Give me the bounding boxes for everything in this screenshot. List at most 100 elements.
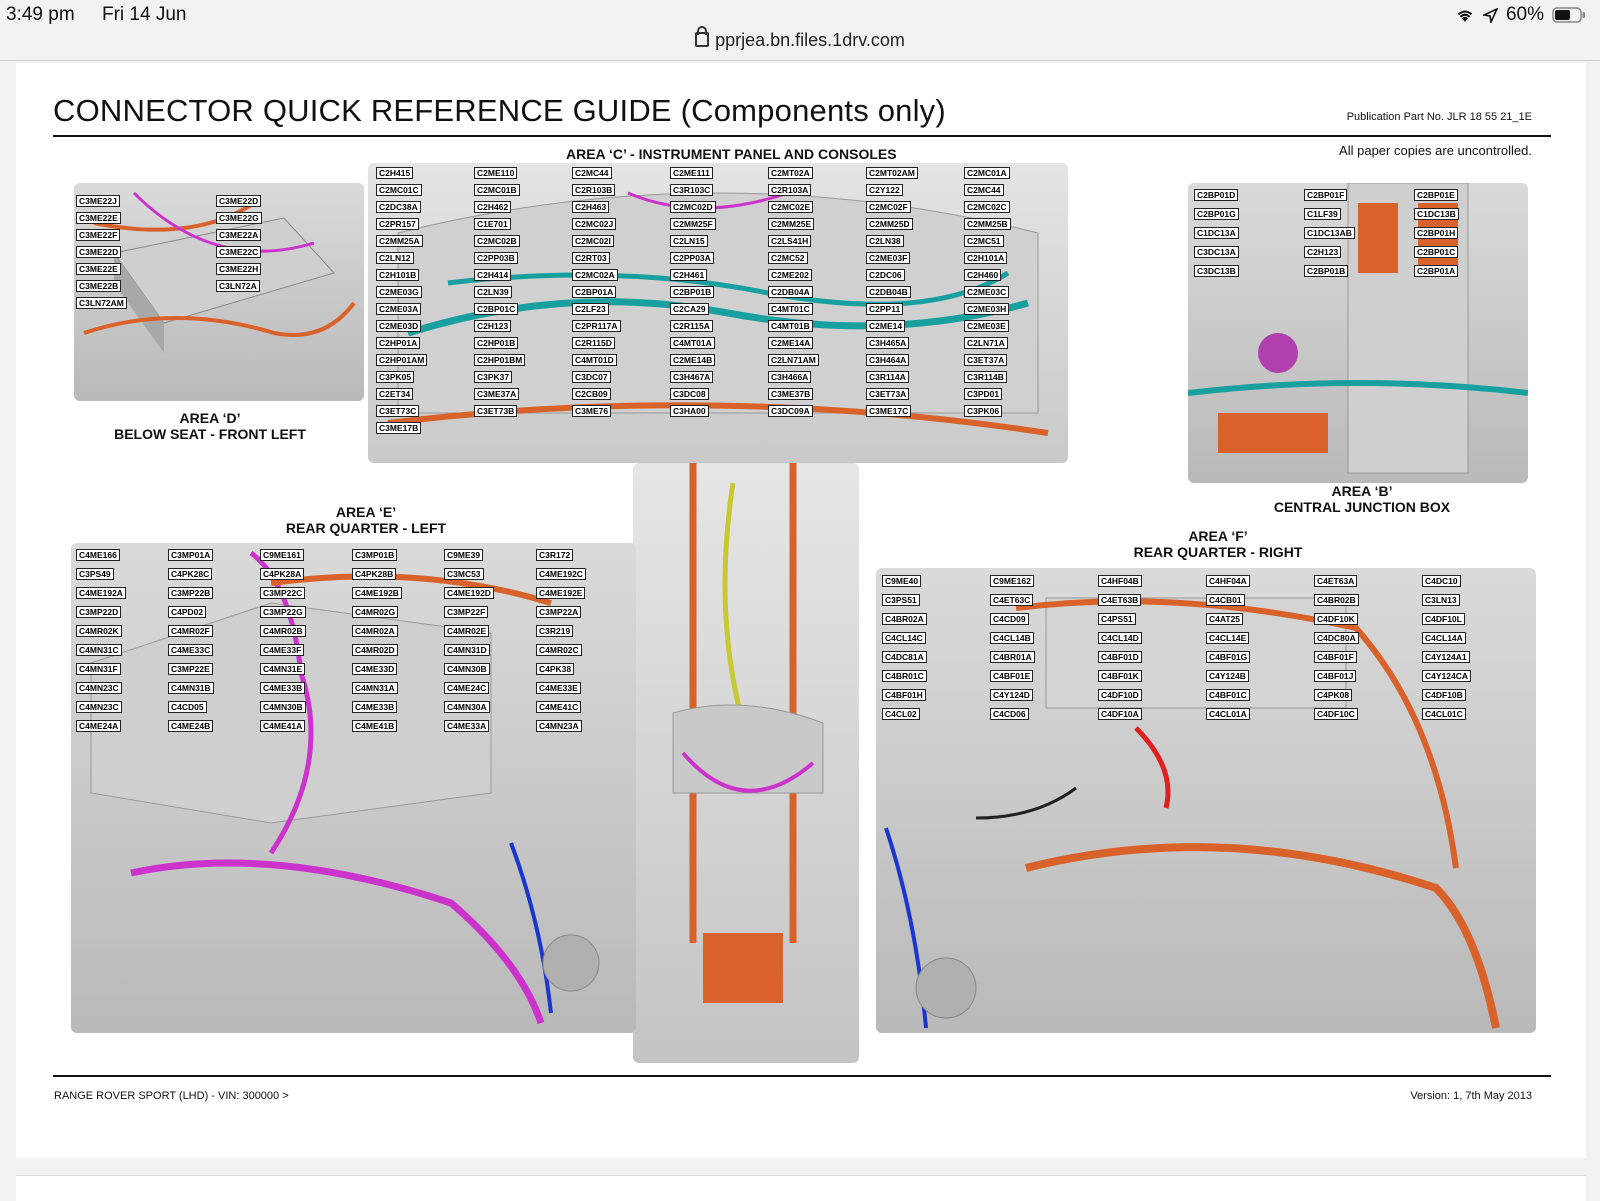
status-icons: 60% [1455,4,1586,26]
connector-label: C2MC44 [572,167,612,179]
connector-label: C2MC51 [964,235,1004,247]
connector-label: C2BP01E [1414,189,1458,201]
connector-label: C4CL14C [882,632,926,644]
area-b-line1: AREA ‘B’ [1331,483,1393,499]
area-c-console-image [633,463,859,1063]
document-page[interactable]: CONNECTOR QUICK REFERENCE GUIDE (Compone… [16,63,1586,1158]
connector-label: C2H460 [964,269,1002,281]
connector-label: C3R114B [964,371,1007,383]
next-page-edge [16,1175,1586,1201]
status-time: 3:49 pm [6,4,75,25]
connector-label: C2H101B [376,269,420,281]
connector-label: C3ET73A [866,388,910,400]
connector-label: C4MN23C [76,682,122,694]
connector-label: C2MT02AM [866,167,918,179]
connector-label: C3DC13A [1194,246,1239,258]
connector-label: C4MT01A [670,337,715,349]
connector-label: C2MC02J [572,218,617,230]
connector-label: C2MC01A [964,167,1010,179]
connector-label: C2MC52 [768,252,808,264]
connector-label: C2ME111 [670,167,713,179]
connector-label: C2HP01AM [376,354,428,366]
footer-model: RANGE ROVER SPORT (LHD) - VIN: 300000 > [54,1090,289,1102]
connector-label: C3ME22F [76,229,121,241]
connector-label: C4ME33B [352,701,398,713]
connector-label: C4HF04A [1206,575,1250,587]
footer-version: Version: 1, 7th May 2013 [1410,1090,1532,1102]
area-e-image [71,543,636,1033]
connector-label: C3ME76 [572,405,612,417]
connector-label: C4PK28A [260,568,305,580]
address-bar[interactable]: pprjea.bn.files.1drv.com [0,26,1600,51]
connector-label: C4CL01C [1422,708,1466,720]
connector-label: C2MM25E [768,218,815,230]
connector-label: C3ME37B [768,388,814,400]
connector-label: C4CL14E [1206,632,1250,644]
connector-label: C4ME33B [260,682,306,694]
connector-label: C2DC06 [866,269,905,281]
connector-label: C4BR01C [882,670,927,682]
connector-label: C3PS49 [76,568,114,580]
connector-label: C4MN31C [76,644,122,656]
connector-label: C3MP22C [260,587,306,599]
connector-label: C3ME22D [216,195,262,207]
connector-label: C2MC02I [572,235,614,247]
location-arrow-icon [1482,7,1498,23]
connector-label: C4BF01E [990,670,1034,682]
connector-label: C4MR02F [168,625,213,637]
connector-label: C2ME202 [768,269,812,281]
connector-label: C4PD02 [168,606,207,618]
connector-label: C4CB01 [1206,594,1245,606]
connector-label: C4ME192B [352,587,402,599]
connector-label: C4MT01C [768,303,813,315]
connector-label: C3ME22H [216,263,262,275]
connector-label: C3MP22F [444,606,489,618]
connector-label: C3PK05 [376,371,415,383]
connector-label: C4BF01J [1314,670,1357,682]
area-f-line1: AREA ‘F’ [1188,528,1248,544]
connector-label: C3ME37A [474,388,520,400]
connector-label: C2RT03 [572,252,610,264]
connector-label: C2BP01D [1194,189,1239,201]
connector-label: C3PK06 [964,405,1003,417]
wifi-icon [1457,10,1473,22]
connector-label: C4CD06 [990,708,1029,720]
connector-label: C2ME03C [964,286,1010,298]
connector-label: C3LN72A [216,280,260,292]
connector-label: C3DC08 [670,388,709,400]
area-b-label: AREA ‘B’ CENTRAL JUNCTION BOX [1242,483,1482,515]
connector-label: C4MN31E [260,663,306,675]
connector-label: C2H414 [474,269,512,281]
connector-label: C4BF01H [882,689,926,701]
connector-label: C3HA00 [670,405,709,417]
connector-label: C1E701 [474,218,511,230]
connector-label: C4ME192D [444,587,494,599]
connector-label: C3ME22D [76,246,122,258]
area-b-image [1188,183,1528,483]
connector-label: C1DC13B [1414,208,1459,220]
connector-label: C4MR02A [352,625,398,637]
area-d-line2: BELOW SEAT - FRONT LEFT [114,426,306,442]
connector-label: C3H464A [866,354,910,366]
connector-label: C4ET63A [1314,575,1358,587]
connector-label: C4DF10L [1422,613,1465,625]
connector-label: C2LS41H [768,235,812,247]
connector-label: C2ME03A [376,303,422,315]
connector-label: C4MN23A [536,720,582,732]
connector-label: C3ET37A [964,354,1008,366]
connector-label: C2HP01BM [474,354,526,366]
connector-label: C2BP01A [1414,265,1459,277]
connector-label: C3R114A [866,371,909,383]
connector-label: C4BF01C [1206,689,1250,701]
connector-label: C3H466A [768,371,812,383]
connector-label: C3PD01 [964,388,1003,400]
status-date: Fri 14 Jun [102,4,187,25]
publication-number: Publication Part No. JLR 18 55 21_1E [1346,111,1532,123]
connector-label: C4CD05 [168,701,207,713]
connector-label: C4PK38 [536,663,575,675]
connector-label: C2CB09 [572,388,611,400]
connector-label: C2BP01G [1194,208,1239,220]
connector-label: C4MR02G [352,606,399,618]
connector-label: C3ME22E [76,263,121,275]
connector-label: C2PR117A [572,320,621,332]
